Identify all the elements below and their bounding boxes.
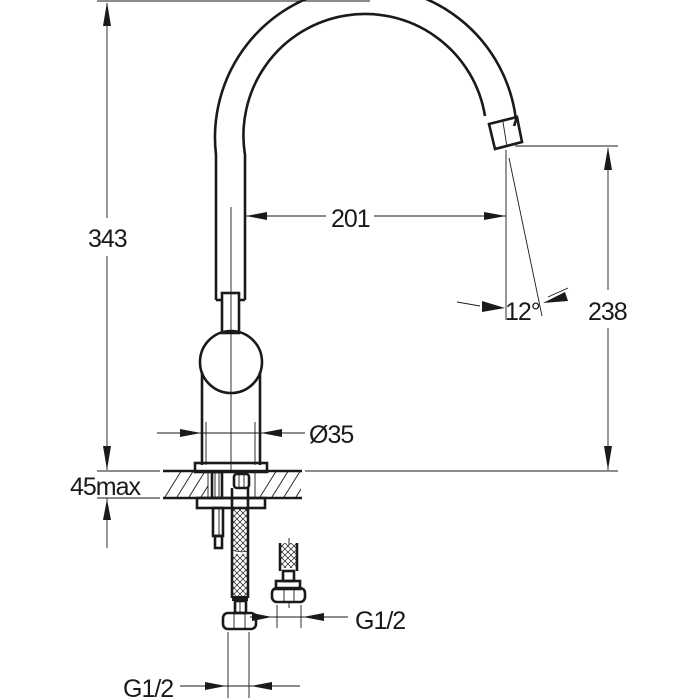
spout-reach-label: 201 xyxy=(331,205,370,233)
dimension-thread-right: G1/2 xyxy=(250,605,406,635)
dimension-spout-reach: 201 xyxy=(246,205,506,233)
faucet-handle-lever xyxy=(216,291,245,335)
faucet-spout xyxy=(213,0,524,300)
dimension-outlet-height: 238 xyxy=(305,145,628,472)
dimension-spout-angle: 12° xyxy=(456,150,569,326)
outlet-height-label: 238 xyxy=(588,298,627,326)
thread-right-label: G1/2 xyxy=(355,607,405,635)
dimension-total-height: 343 xyxy=(88,0,370,470)
body-diameter-label: Ø35 xyxy=(309,421,353,449)
spout-angle-label: 12° xyxy=(505,298,540,326)
supply-hose-short xyxy=(270,538,307,608)
dimension-thread-left: G1/2 xyxy=(123,632,300,700)
deck-thickness-label: 45max xyxy=(70,473,142,501)
dimension-deck-thickness: 45max xyxy=(70,470,160,548)
dimension-body-diameter: Ø35 xyxy=(157,421,354,465)
total-height-label: 343 xyxy=(88,225,127,253)
supply-hose-long xyxy=(221,488,258,631)
thread-left-label: G1/2 xyxy=(123,675,173,700)
